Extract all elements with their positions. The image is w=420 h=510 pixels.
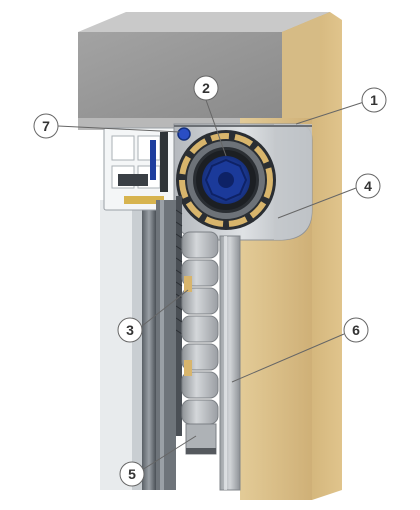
callout-4-label: 4: [364, 178, 372, 194]
callout-1-marker: [361, 87, 387, 113]
callout-6-label: 6: [352, 322, 360, 338]
seal-detail: [177, 127, 191, 141]
callout-2-label: 2: [202, 80, 210, 96]
callout-3-marker: [117, 317, 143, 343]
callout-7-marker: [33, 113, 59, 139]
callouts: 1 2 3 4 5 6 7: [33, 75, 387, 487]
callout-1-label: 1: [370, 92, 378, 108]
spring-strip: [175, 196, 183, 436]
window-profile: [103, 127, 181, 211]
callout-5-label: 5: [128, 466, 136, 482]
frame-lower: [156, 200, 176, 490]
roller-assembly: [176, 130, 276, 230]
shutter-curtain: [181, 231, 219, 455]
callout-5-marker: [119, 461, 145, 487]
guide-rail: [219, 235, 241, 491]
callout-6-marker: [343, 317, 369, 343]
callout-3-label: 3: [126, 322, 134, 338]
callout-2-marker: [193, 75, 219, 101]
window-frame-column: [100, 200, 156, 490]
callout-4-marker: [355, 173, 381, 199]
callout-7-label: 7: [42, 118, 50, 134]
